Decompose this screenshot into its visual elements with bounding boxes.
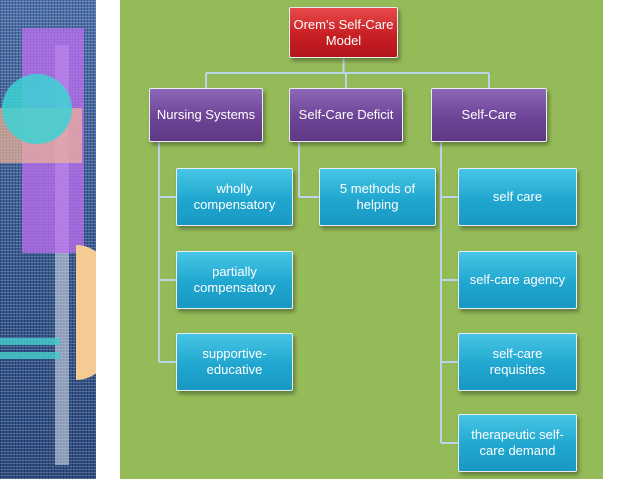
- slide-margin: [96, 0, 120, 479]
- decorative-side-panel: [0, 0, 96, 479]
- leaf-node-therapeutic-self-care-demand: therapeutic self- care demand: [458, 414, 577, 472]
- decorative-teal-bar: [0, 352, 60, 359]
- decorative-teal-bar: [0, 338, 60, 345]
- root-node: Orem's Self-Care Model: [289, 7, 398, 58]
- branch-node-self-care: Self-Care: [431, 88, 547, 142]
- leaf-node-self-care-requisites: self-care requisites: [458, 333, 577, 391]
- diagram-slide: [120, 0, 603, 479]
- leaf-node-self-care: self care: [458, 168, 577, 226]
- leaf-node-self-care-agency: self-care agency: [458, 251, 577, 309]
- branch-node-self-care-deficit: Self-Care Deficit: [289, 88, 403, 142]
- leaf-node-supportive-educative: supportive- educative: [176, 333, 293, 391]
- leaf-node-5-methods-of-helping: 5 methods of helping: [319, 168, 436, 226]
- decorative-circle: [2, 74, 72, 144]
- leaf-node-partially-compensatory: partially compensatory: [176, 251, 293, 309]
- branch-node-nursing-systems: Nursing Systems: [149, 88, 263, 142]
- leaf-node-wholly-compensatory: wholly compensatory: [176, 168, 293, 226]
